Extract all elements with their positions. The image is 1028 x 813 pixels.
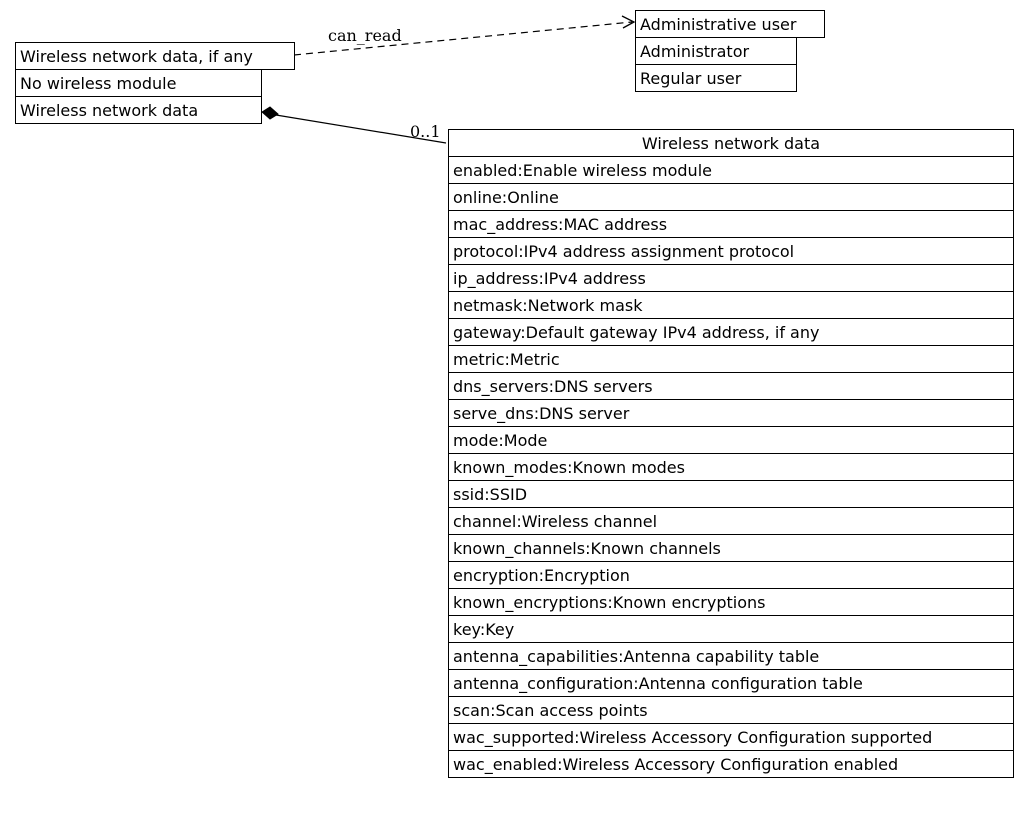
wireless-network-data-entity: Wireless network data enabled:Enable wir… xyxy=(448,129,1014,778)
field-row: enabled:Enable wireless module xyxy=(448,156,1014,184)
roles-title: Administrative user xyxy=(635,10,825,38)
field-row: gateway:Default gateway IPv4 address, if… xyxy=(448,318,1014,346)
field-row: key:Key xyxy=(448,615,1014,643)
field-row: encryption:Encryption xyxy=(448,561,1014,589)
field-row: scan:Scan access points xyxy=(448,696,1014,724)
field-row: metric:Metric xyxy=(448,345,1014,373)
field-row: protocol:IPv4 address assignment protoco… xyxy=(448,237,1014,265)
role-administrator: Administrator xyxy=(635,37,797,65)
composition-diamond-icon xyxy=(261,106,279,120)
field-row: ssid:SSID xyxy=(448,480,1014,508)
field-row: mac_address:MAC address xyxy=(448,210,1014,238)
field-row: wac_supported:Wireless Accessory Configu… xyxy=(448,723,1014,751)
field-row: known_encryptions:Known encryptions xyxy=(448,588,1014,616)
field-row: antenna_configuration:Antenna configurat… xyxy=(448,669,1014,697)
field-row: known_channels:Known channels xyxy=(448,534,1014,562)
union-title: Wireless network data, if any xyxy=(15,42,295,70)
can-read-label: can_read xyxy=(328,26,402,45)
field-row: netmask:Network mask xyxy=(448,291,1014,319)
field-row: antenna_capabilities:Antenna capability … xyxy=(448,642,1014,670)
wireless-data-union: Wireless network data, if any No wireles… xyxy=(15,42,295,124)
composition-edge xyxy=(275,114,447,144)
can-read-arrowhead-icon xyxy=(621,15,636,29)
field-row: online:Online xyxy=(448,183,1014,211)
can-read-edge xyxy=(293,21,633,56)
role-regular-user: Regular user xyxy=(635,64,797,92)
field-row: serve_dns:DNS server xyxy=(448,399,1014,427)
field-row: channel:Wireless channel xyxy=(448,507,1014,535)
administrative-user-union: Administrative user Administrator Regula… xyxy=(635,10,825,92)
field-row: ip_address:IPv4 address xyxy=(448,264,1014,292)
field-row: dns_servers:DNS servers xyxy=(448,372,1014,400)
field-row: wac_enabled:Wireless Accessory Configura… xyxy=(448,750,1014,778)
composition-multiplicity: 0..1 xyxy=(410,122,441,141)
field-row: known_modes:Known modes xyxy=(448,453,1014,481)
entity-title: Wireless network data xyxy=(448,129,1014,157)
field-row: mode:Mode xyxy=(448,426,1014,454)
union-variant-no-module: No wireless module xyxy=(15,69,262,97)
union-variant-data: Wireless network data xyxy=(15,96,262,124)
